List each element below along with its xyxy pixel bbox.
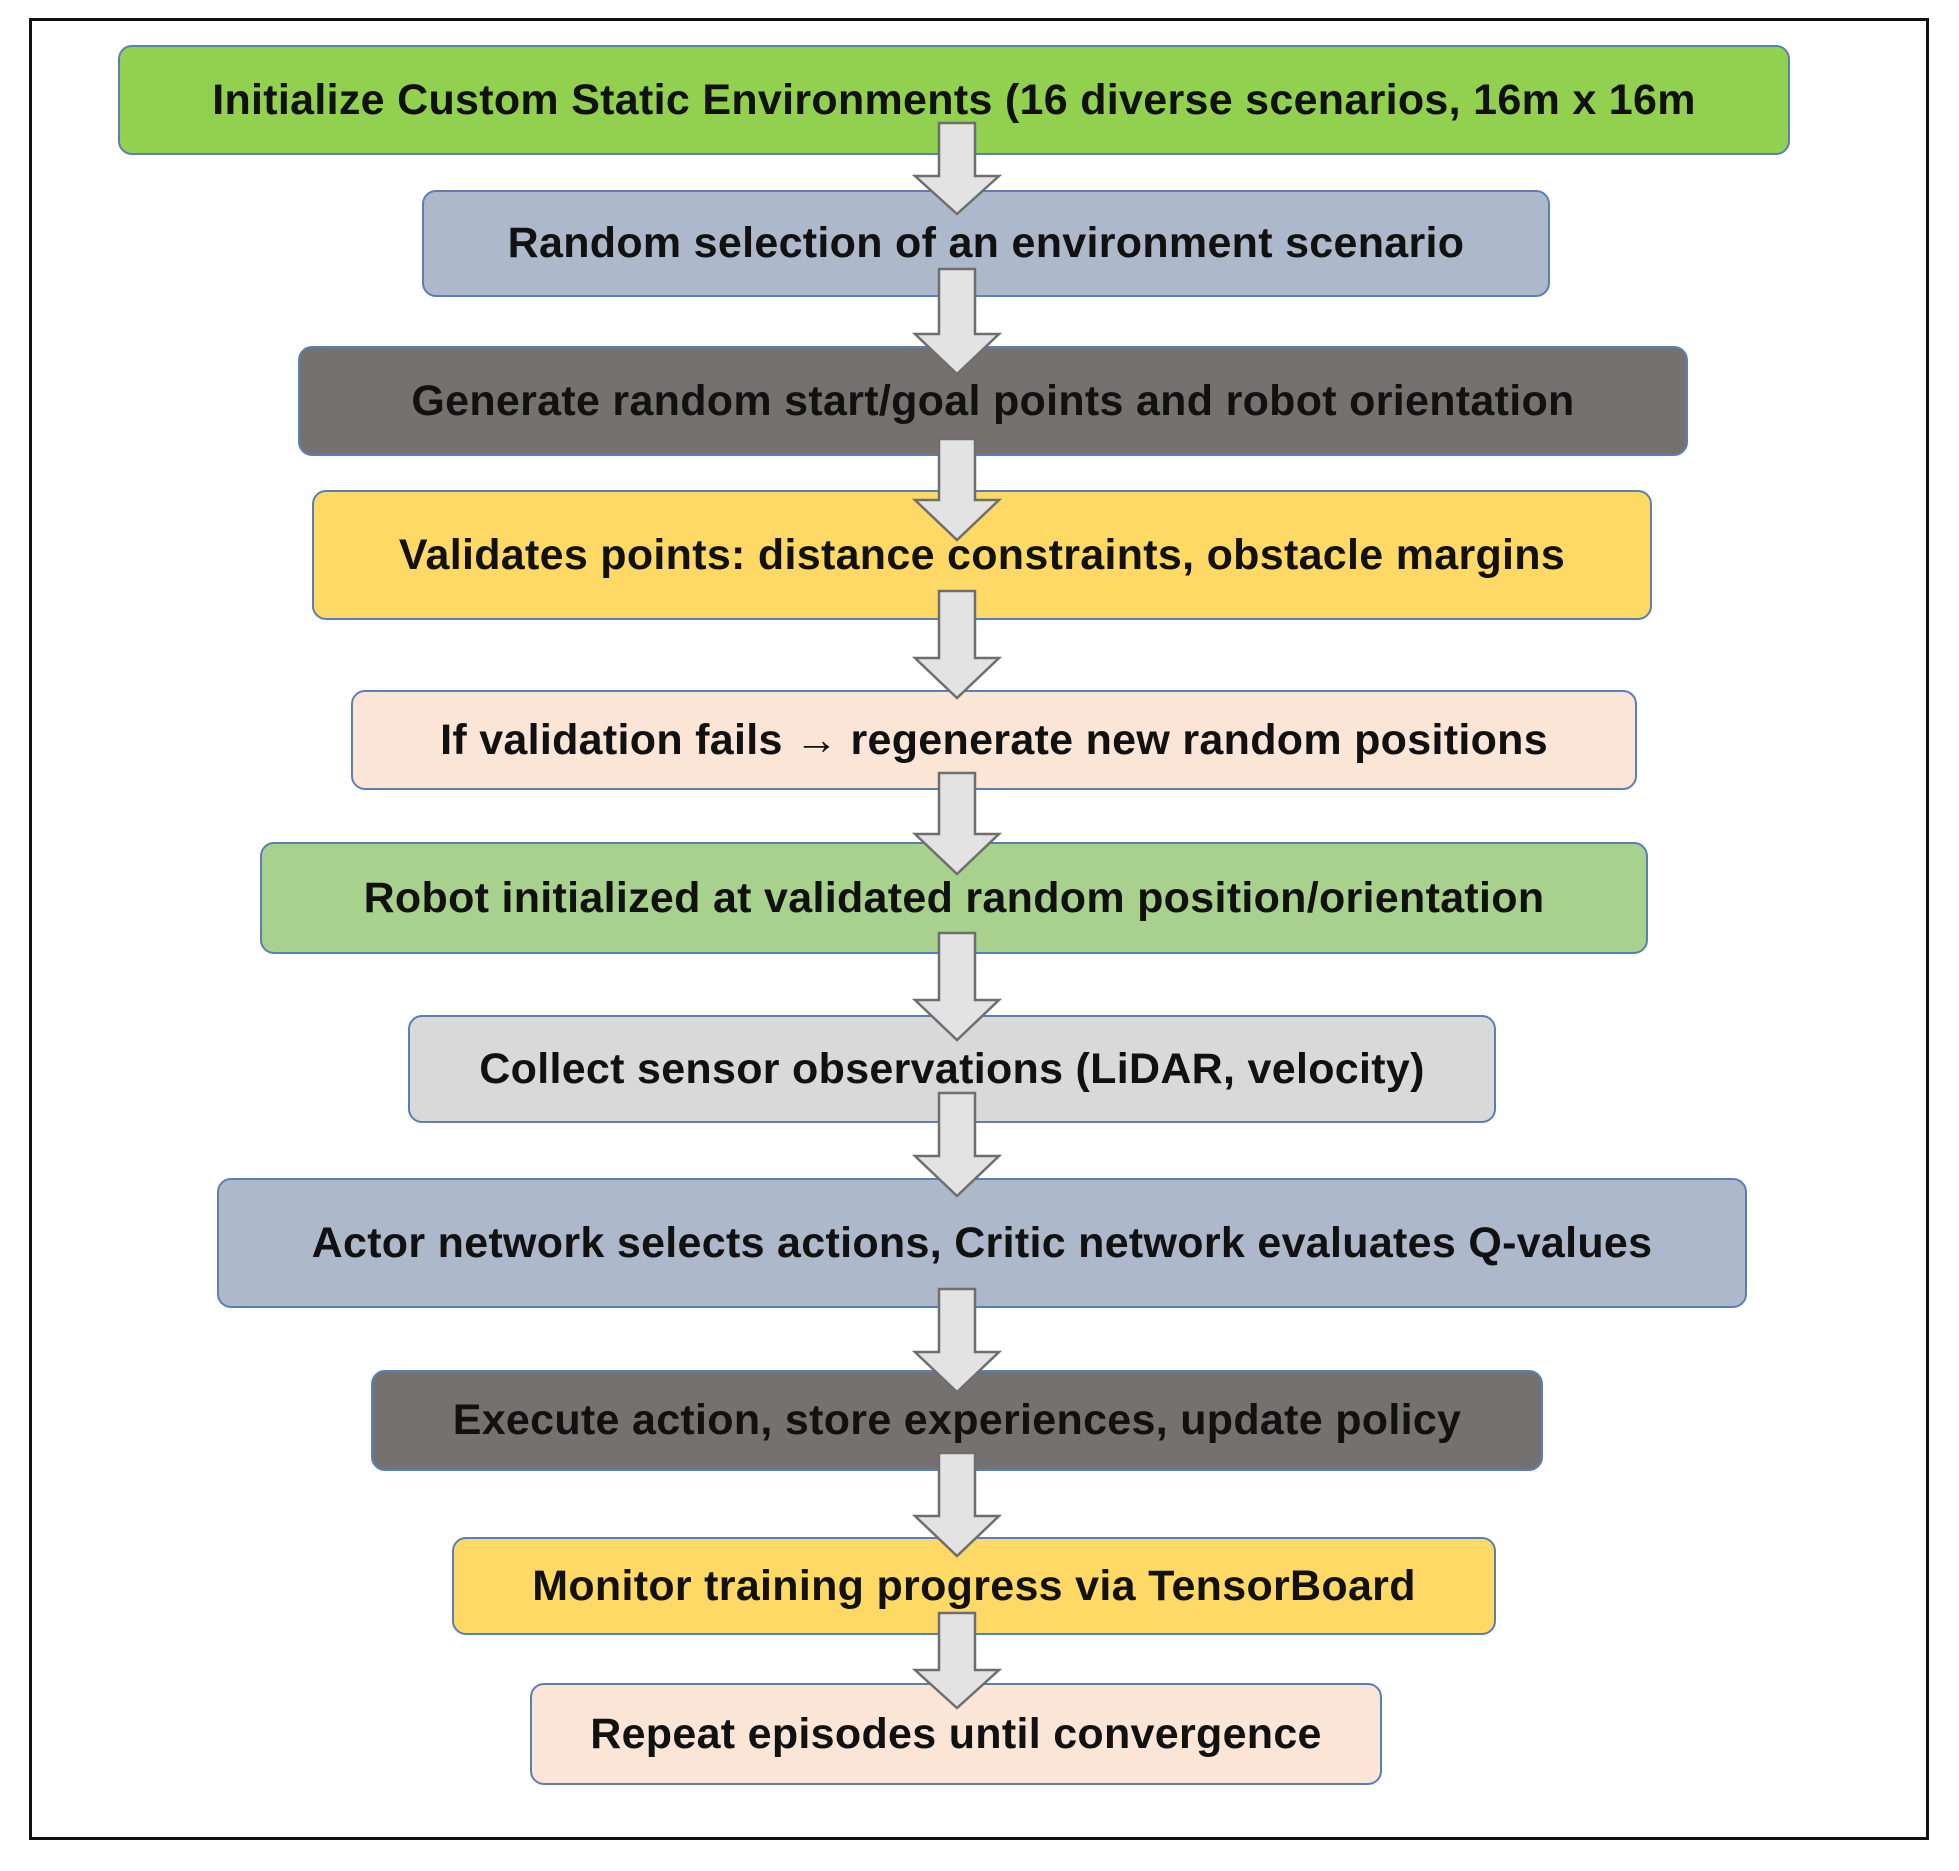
down-arrow-icon xyxy=(911,589,1003,700)
step-label: Collect sensor observations (LiDAR, velo… xyxy=(479,1044,1425,1093)
step-label: Random selection of an environment scena… xyxy=(507,219,1465,267)
down-arrow-icon xyxy=(911,931,1003,1042)
diagram-frame xyxy=(29,18,1929,1840)
down-arrow-icon xyxy=(911,437,1003,542)
step-label: Monitor training progress via TensorBoar… xyxy=(532,1561,1416,1610)
step-actor-critic: Actor network selects actions, Critic ne… xyxy=(217,1178,1747,1308)
down-arrow-icon xyxy=(911,1091,1003,1198)
down-arrow-icon xyxy=(911,267,1003,376)
step-label: Generate random start/goal points and ro… xyxy=(411,376,1575,425)
step-label: Actor network selects actions, Critic ne… xyxy=(311,1218,1653,1267)
down-arrow-icon xyxy=(911,121,1003,216)
down-arrow-icon xyxy=(911,1611,1003,1710)
step-regenerate-on-failure: If validation fails → regenerate new ran… xyxy=(351,690,1637,790)
step-label: Validates points: distance constraints, … xyxy=(398,530,1566,579)
step-label: Repeat episodes until convergence xyxy=(590,1709,1322,1758)
down-arrow-icon xyxy=(911,771,1003,876)
step-label: Robot initialized at validated random po… xyxy=(363,873,1545,922)
down-arrow-icon xyxy=(911,1287,1003,1394)
step-repeat-episodes: Repeat episodes until convergence xyxy=(530,1683,1382,1785)
down-arrow-icon xyxy=(911,1451,1003,1558)
step-label: Execute action, store experiences, updat… xyxy=(452,1396,1462,1444)
step-label: If validation fails → regenerate new ran… xyxy=(440,715,1548,764)
step-generate-start-goal: Generate random start/goal points and ro… xyxy=(298,346,1688,456)
step-random-environment-selection: Random selection of an environment scena… xyxy=(422,190,1550,297)
step-label: Initialize Custom Static Environments (1… xyxy=(212,75,1696,124)
